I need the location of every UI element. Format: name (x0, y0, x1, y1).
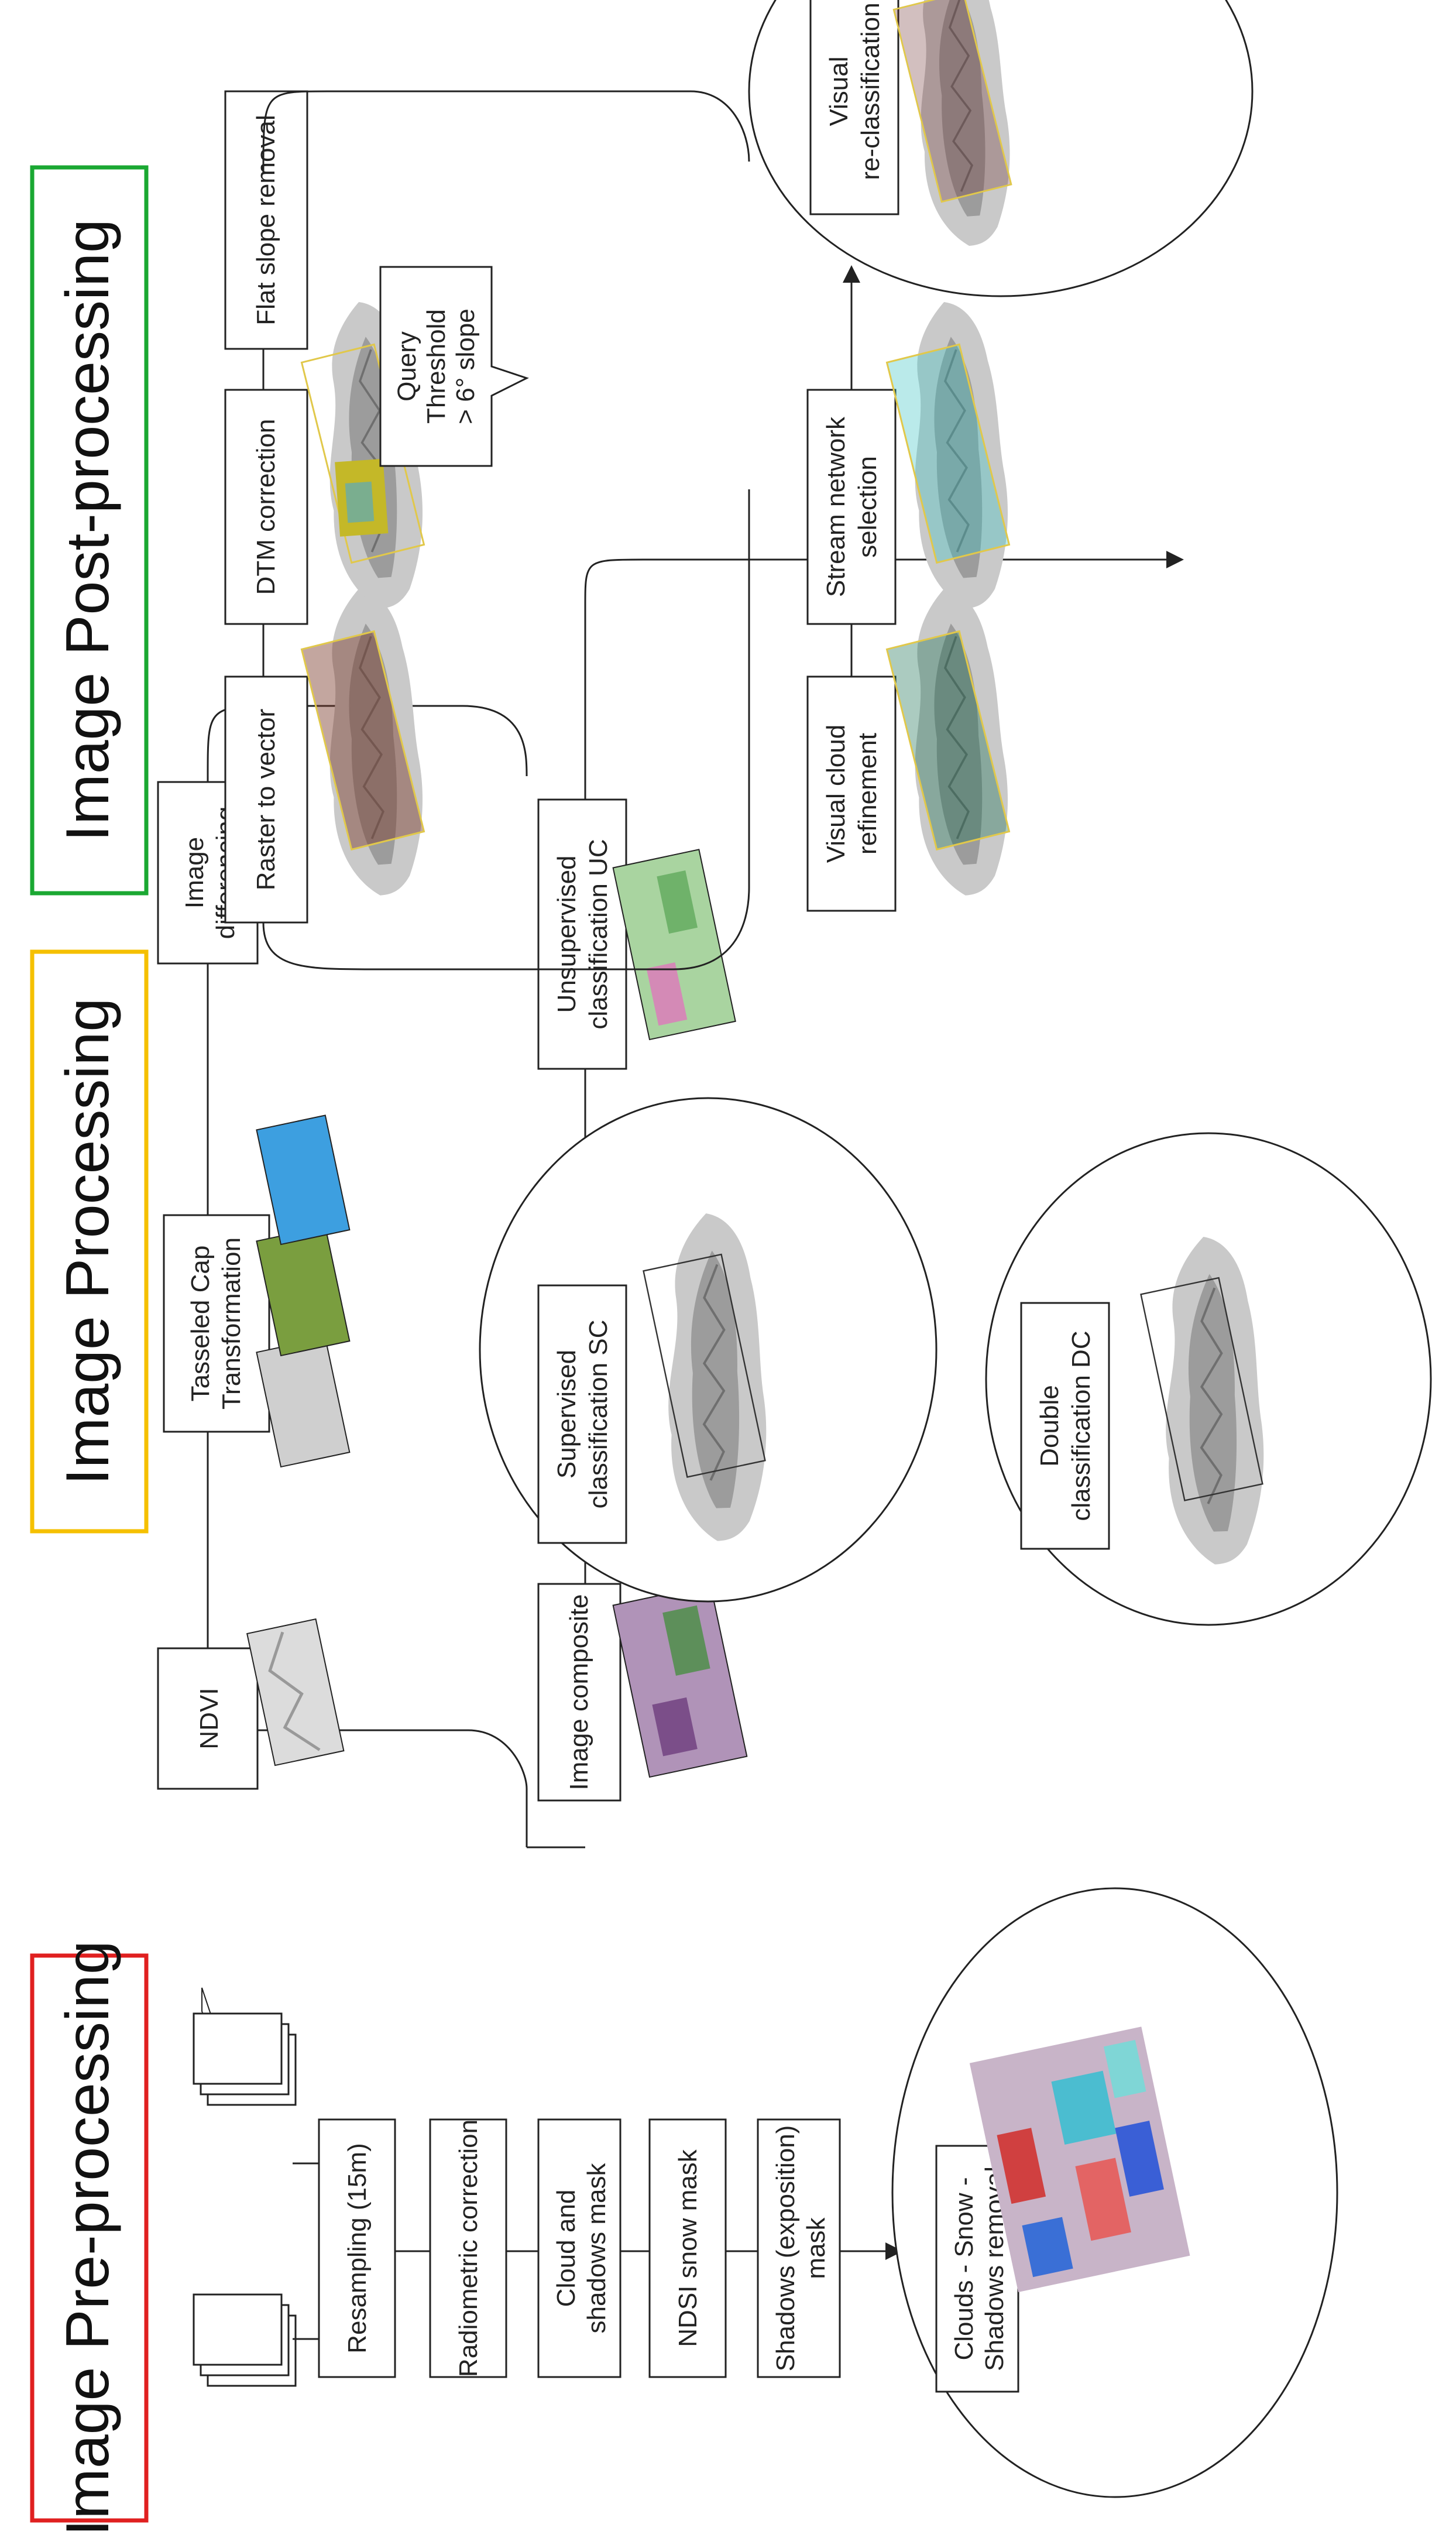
processing-step-ndvi: NDVI (157, 1618, 345, 1790)
tasseled-cap-thumbnail-3 (256, 1114, 351, 1246)
visual-cloud-map (885, 584, 1016, 900)
preprocessing-step-resampling: Resampling (15m) (318, 2118, 396, 2378)
preprocessing-section: Image Pre-processing Resampling (15m) Ra… (30, 1887, 1338, 2536)
svg-text:Clouds - Snow -: Clouds - Snow - (950, 2177, 978, 2360)
svg-text:Raster to vector: Raster to vector (252, 709, 280, 891)
svg-text:Query: Query (393, 331, 421, 402)
svg-text:mask: mask (802, 2217, 830, 2279)
preprocessing-title-frame (30, 1953, 149, 2523)
clouds-snow-shadows-image (969, 2026, 1190, 2292)
reclassification-label-box (809, 0, 899, 215)
unsupervised-thumbnail (612, 849, 736, 1041)
svg-text:DTM correction: DTM correction (252, 419, 280, 595)
preprocessing-step-ndsi: NDSI snow mask (648, 2118, 727, 2378)
double-classification-arrow (584, 551, 1184, 607)
preprocessing-step-cloud-shadows: Cloud and shadows mask (537, 2118, 621, 2378)
svg-text:Transformation: Transformation (217, 1237, 246, 1409)
postprocessing-step-stream-network: Stream network selection (806, 297, 1016, 625)
supervised-label-box (537, 1284, 627, 1544)
tasseled-cap-thumbnail-2 (256, 1226, 351, 1357)
postprocessing-step-raster-to-vector: Raster to vector (224, 584, 431, 924)
svg-text:NDVI: NDVI (195, 1688, 224, 1749)
query-threshold-callout: Query Threshold > 6° slope (379, 266, 529, 467)
postprocessing-loop-right (262, 90, 750, 174)
svg-text:Flat slope removal: Flat slope removal (252, 115, 280, 325)
double-relief-map (1140, 1235, 1268, 1567)
processing-loop-bottom (208, 1729, 528, 1847)
svg-text:Image composite: Image composite (565, 1594, 593, 1790)
preprocessing-result-circle: Clouds - Snow - Shadows removal (891, 1887, 1338, 2498)
processing-title-frame (30, 949, 149, 1534)
svg-text:refinement: refinement (853, 733, 882, 855)
reclassification-map (892, 0, 1018, 250)
preprocessing-step-shadows-exposition: Shadows (exposition) mask (757, 2118, 841, 2378)
processing-title: Image Processing (54, 998, 122, 1485)
postprocessing-step-dtm-correction: DTM correction (224, 297, 431, 625)
svg-text:Radiometric correction: Radiometric correction (454, 2119, 483, 2377)
postprocessing-step-visual-cloud: Visual cloud refinement (806, 584, 1016, 912)
postprocessing-title: Image Post-processing (54, 219, 122, 842)
postprocessing-step-flat-slope-removal: Flat slope removal (224, 90, 308, 350)
double-label-box (1020, 1302, 1110, 1550)
svg-text:Double: Double (1035, 1385, 1064, 1466)
svg-text:Image: Image (180, 837, 209, 908)
raster-to-vector-map (300, 584, 431, 900)
svg-text:classification SC: classification SC (584, 1320, 613, 1509)
svg-text:classification DC: classification DC (1067, 1330, 1096, 1521)
svg-text:Supervised: Supervised (552, 1350, 581, 1479)
postprocessing-reclassification-circle: Visual re-classification (748, 0, 1254, 297)
processing-step-image-composite: Image composite (537, 1583, 748, 1802)
supervised-relief-map (643, 1212, 770, 1544)
processing-double-circle: Double classification DC (985, 1132, 1432, 1626)
svg-text:Visual cloud: Visual cloud (822, 725, 850, 863)
tasseled-cap-thumbnail-1 (256, 1337, 351, 1468)
image-composite-thumbnail (612, 1584, 748, 1778)
svg-text:re-classification: re-classification (856, 2, 885, 180)
svg-text:Shadows (exposition): Shadows (exposition) (771, 2125, 800, 2372)
svg-text:NDSI snow mask: NDSI snow mask (674, 2149, 702, 2347)
svg-text:shadows mask: shadows mask (582, 2163, 611, 2334)
svg-text:Tasseled Cap: Tasseled Cap (186, 1246, 215, 1402)
stream-network-map (885, 297, 1016, 613)
svg-text:Stream network: Stream network (822, 416, 850, 597)
postprocessing-loop-left (262, 489, 750, 970)
input-image-stack-1 (193, 1987, 297, 2106)
svg-text:Cloud and: Cloud and (552, 2190, 581, 2307)
preprocessing-step-radiometric: Radiometric correction (429, 2118, 507, 2378)
input-image-stack-2 (193, 2293, 297, 2387)
svg-text:selection: selection (853, 456, 882, 558)
svg-text:Unsupervised: Unsupervised (552, 855, 581, 1013)
dtm-correction-map (300, 297, 431, 613)
svg-text:classification UC: classification UC (584, 839, 613, 1029)
step-label: Resampling (15m) (343, 2143, 372, 2353)
preprocessing-title: Image Pre-processing (54, 1940, 122, 2536)
processing-supervised-circle: Supervised classification SC (479, 1097, 938, 1603)
svg-text:Threshold: Threshold (422, 309, 451, 424)
ndvi-thumbnail (246, 1618, 345, 1767)
processing-section: Image Processing NDVI Tasseled Cap Trans… (30, 551, 1432, 1848)
processing-step-tasseled-cap: Tasseled Cap Transformation (163, 1114, 351, 1468)
processing-step-unsupervised: Unsupervised classification UC (537, 798, 736, 1070)
svg-text:> 6° slope: > 6° slope (451, 308, 480, 424)
svg-text:Visual: Visual (825, 56, 853, 126)
postprocessing-section: Image Post-processing Raster to vector D… (30, 0, 1254, 970)
postprocessing-title-frame (30, 165, 149, 896)
